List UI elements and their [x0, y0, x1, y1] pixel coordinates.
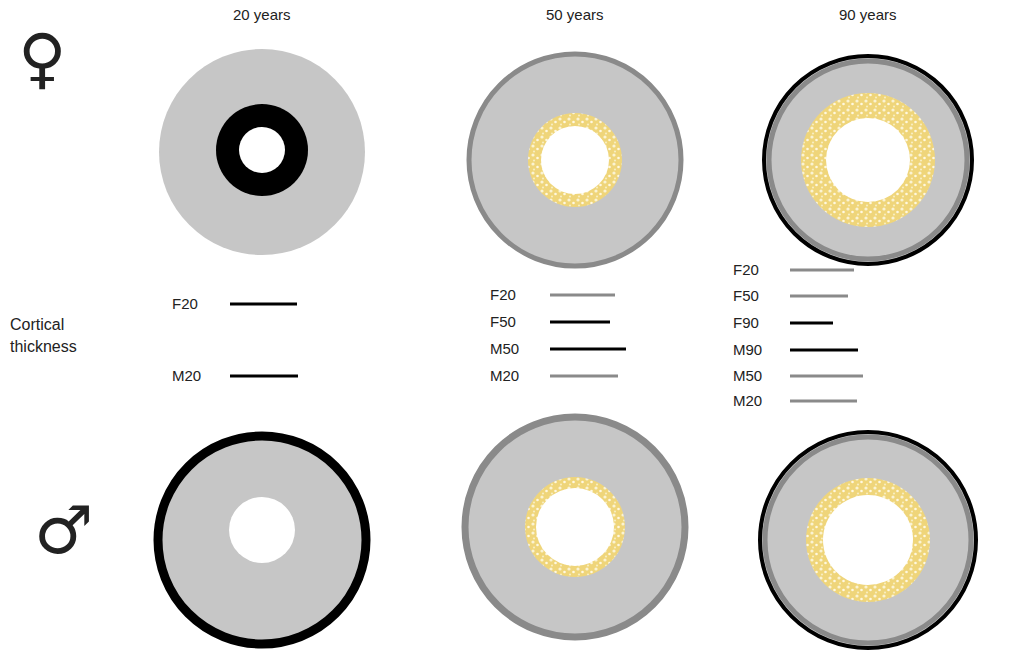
thickness-label: M50: [733, 367, 762, 385]
thickness-label: F20: [172, 295, 198, 313]
thickness-label: M50: [490, 340, 519, 358]
male-50-section: [465, 417, 685, 637]
thickness-bars: [230, 270, 863, 401]
column-heading: 90 years: [839, 6, 897, 24]
female-20-section: [159, 49, 365, 255]
thickness-label: F50: [490, 313, 516, 331]
male-20-section: [158, 436, 366, 644]
thickness-label: F50: [733, 287, 759, 305]
female-90-section: [764, 56, 972, 264]
thickness-label: M90: [733, 341, 762, 359]
thickness-label: M20: [172, 367, 201, 385]
thickness-label: F20: [733, 261, 759, 279]
thickness-label: M20: [490, 367, 519, 385]
sex-symbol: ♂: [34, 496, 93, 566]
female-50-section: [469, 54, 681, 266]
male-90-section: [760, 432, 976, 648]
thickness-label: M20: [733, 392, 762, 410]
axis-label: Cortical thickness: [10, 314, 102, 358]
column-heading: 50 years: [546, 6, 604, 24]
column-heading: 20 years: [233, 6, 291, 24]
sex-symbol: ♀: [18, 24, 66, 94]
thickness-label: F20: [490, 286, 516, 304]
thickness-label: F90: [733, 314, 759, 332]
